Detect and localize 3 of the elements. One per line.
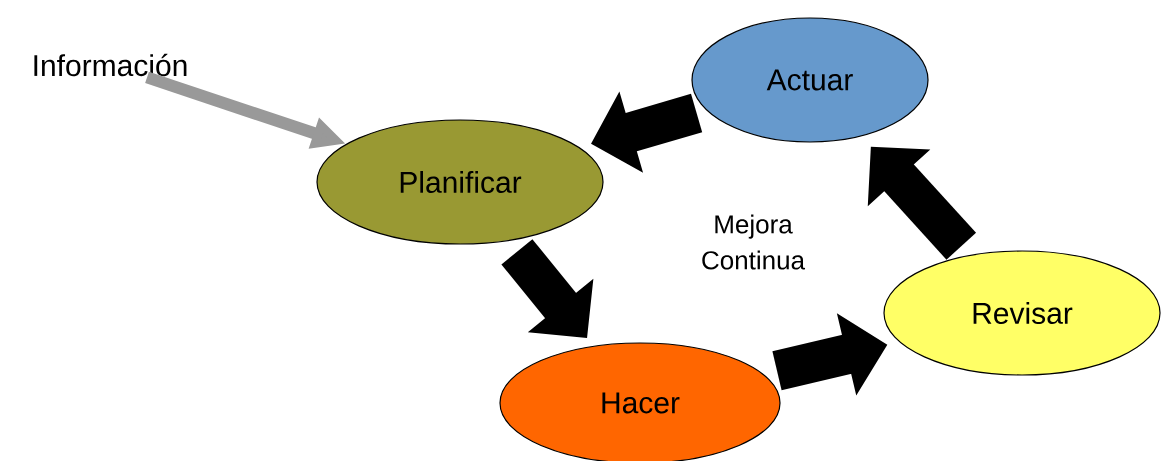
node-label: Información [34, 53, 187, 77]
arrow [501, 239, 594, 338]
center-label: Mejora Continua [702, 214, 806, 270]
